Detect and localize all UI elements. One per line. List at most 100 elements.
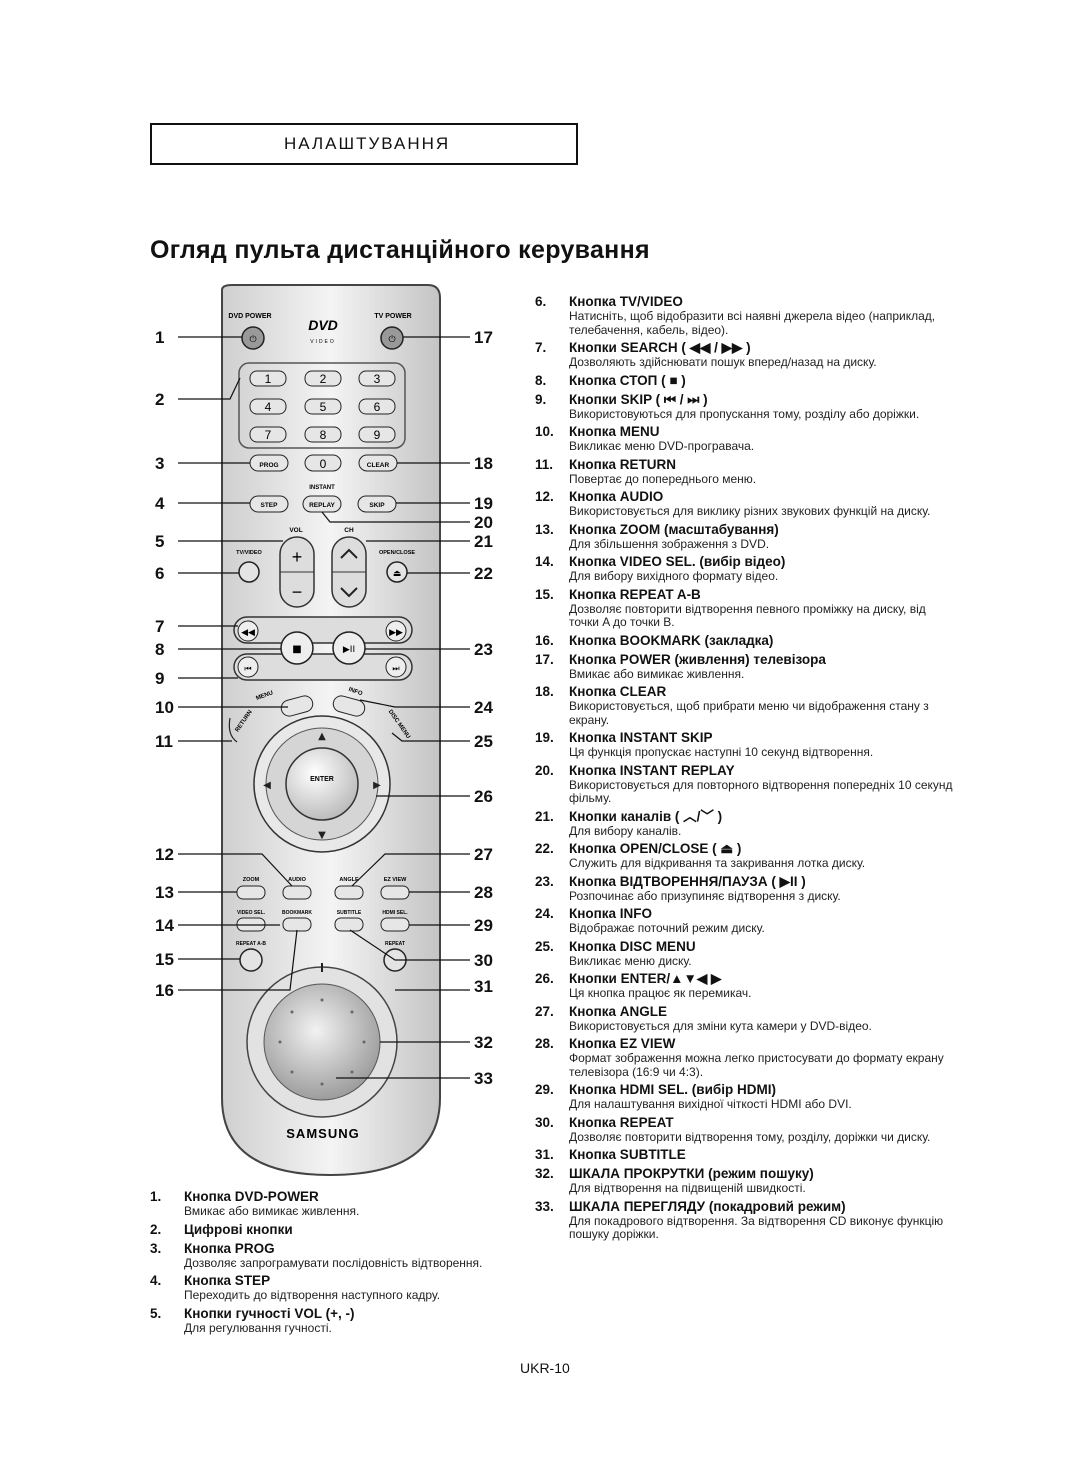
item-title: Кнопки ENTER/▲▼◀ ▶	[569, 971, 722, 986]
item-heading: 5.Кнопки гучності VOL (+, -)	[150, 1306, 510, 1322]
svg-text:DVD: DVD	[308, 317, 338, 333]
item-heading: 21. Кнопки каналів ( ︿/﹀ )	[535, 809, 955, 825]
item-description: Для збільшення зображення з DVD.	[569, 536, 770, 551]
svg-text:◀: ◀	[263, 780, 271, 791]
svg-text:⏮: ⏮	[244, 664, 251, 673]
page-title: Огляд пульта дистанційного керування	[150, 236, 650, 264]
svg-text:3: 3	[374, 372, 381, 386]
item-description: Натисніть, щоб відобразити всі наявні дж…	[569, 309, 936, 337]
svg-text:◀◀: ◀◀	[241, 628, 255, 638]
svg-text:9: 9	[374, 428, 381, 442]
item-heading: 26.Кнопки ENTER/▲▼◀ ▶	[535, 971, 955, 987]
svg-text:CH: CH	[344, 527, 354, 534]
item-number: 22.	[535, 841, 554, 856]
svg-text:STEP: STEP	[261, 502, 279, 509]
item-heading: 18.Кнопка CLEAR	[535, 684, 955, 700]
callout-22: 22	[474, 564, 493, 583]
item-number: 3.	[150, 1240, 162, 1256]
item-description: Для налаштування вихідної чіткості HDMI …	[569, 1097, 852, 1111]
item-number: 31.	[535, 1147, 554, 1162]
list-item: 8. Кнопка СТОП ( ■ )	[535, 373, 955, 389]
enter-button	[285, 747, 359, 821]
item-heading: 20.Кнопка INSTANT REPLAY	[535, 763, 955, 779]
svg-text:VIDEO: VIDEO	[310, 339, 336, 345]
item-description: Дозволяє повторити відтворення тому, роз…	[569, 1129, 931, 1144]
tv-video-button	[238, 561, 260, 583]
item-heading: 23. Кнопка ВІДТВОРЕННЯ/ПАУЗА ( ▶II )	[535, 874, 955, 890]
callout-29: 29	[474, 916, 493, 935]
item-heading: 22.Кнопка OPEN/CLOSE ( ⏏ )	[535, 841, 955, 857]
item-title: Кнопка СТОП ( ■ )	[569, 372, 686, 388]
svg-text:▶: ▶	[373, 780, 381, 791]
svg-text:VIDEO SEL.: VIDEO SEL.	[237, 910, 266, 916]
item-title: Кнопка REPEAT	[569, 1114, 674, 1130]
item-number: 6.	[535, 294, 547, 309]
svg-text:ENTER: ENTER	[310, 776, 334, 783]
svg-text:DVD POWER: DVD POWER	[228, 313, 271, 320]
item-heading: 24.Кнопка INFO	[535, 906, 955, 922]
zoom-button	[236, 885, 266, 900]
item-number: 4.	[150, 1273, 162, 1288]
subtitle-button	[334, 917, 364, 932]
digit-0-button	[304, 454, 342, 472]
svg-text:+: +	[292, 547, 303, 567]
svg-text:■: ■	[292, 644, 301, 655]
item-number: 23.	[535, 873, 554, 889]
item-title: Кнопка TV/VIDEO	[569, 294, 683, 309]
callout-13: 13	[155, 883, 174, 902]
item-title: Кнопки каналів ( ︿/﹀ )	[569, 808, 723, 824]
item-number: 18.	[535, 684, 554, 699]
svg-text:REPEAT: REPEAT	[385, 941, 405, 947]
item-title: Кнопка ANGLE	[569, 1003, 668, 1019]
step-button	[249, 495, 289, 513]
item-number: 21.	[535, 808, 554, 824]
item-title: Кнопка EZ VIEW	[569, 1036, 676, 1051]
item-number: 8.	[535, 372, 547, 388]
svg-text:ANGLE: ANGLE	[339, 877, 359, 883]
callout-1: 1	[155, 328, 165, 347]
svg-text:REPEAT A-B: REPEAT A-B	[236, 941, 266, 947]
item-description: Формат зображення можна легко пристосува…	[569, 1051, 944, 1079]
callout-9: 9	[155, 669, 165, 688]
callout-30: 30	[474, 951, 493, 970]
item-title: ШКАЛА ПЕРЕГЛЯДУ (покадровий режим)	[569, 1198, 846, 1214]
svg-text:BOOKMARK: BOOKMARK	[282, 910, 312, 916]
item-title: Кнопка REPEAT A-B	[569, 586, 701, 602]
item-description: Відображає поточний режим диску.	[569, 921, 765, 935]
item-number: 33.	[535, 1198, 554, 1214]
callout-24: 24	[474, 698, 493, 717]
item-title: Кнопка VIDEO SEL. (вибір відео)	[569, 554, 786, 569]
tv-power-button: ⏻	[380, 326, 404, 350]
item-number: 17.	[535, 651, 554, 667]
item-number: 10.	[535, 424, 554, 439]
item-number: 7.	[535, 340, 547, 355]
item-number: 15.	[535, 586, 554, 602]
svg-text:HDMI SEL.: HDMI SEL.	[382, 910, 408, 916]
angle-button	[334, 885, 364, 900]
hdmi-sel-button	[380, 917, 410, 932]
svg-text:⏻: ⏻	[249, 334, 256, 344]
callout-3: 3	[155, 454, 165, 473]
svg-text:INSTANT: INSTANT	[309, 485, 335, 491]
svg-text:▶II: ▶II	[343, 645, 355, 655]
item-heading: 2.Цифрові кнопки	[150, 1222, 510, 1238]
item-description: Використовується для зміни кута камери у…	[569, 1018, 872, 1033]
item-heading: 15. Кнопка REPEAT A-B	[535, 587, 955, 603]
item-title: Кнопки SEARCH ( ◀◀ / ▶▶ )	[569, 340, 751, 355]
repeat-ab-button	[239, 948, 263, 972]
item-title: Кнопка INSTANT REPLAY	[569, 762, 735, 778]
item-title: Кнопка ВІДТВОРЕННЯ/ПАУЗА ( ▶II )	[569, 873, 806, 889]
callout-28: 28	[474, 883, 493, 902]
item-heading: 33. ШКАЛА ПЕРЕГЛЯДУ (покадровий режим)	[535, 1199, 955, 1215]
item-description: Використовується, щоб прибрати меню чи в…	[569, 699, 929, 727]
svg-text:AUDIO: AUDIO	[288, 877, 306, 883]
item-heading: 11.Кнопка RETURN	[535, 457, 955, 473]
callout-14: 14	[155, 916, 174, 935]
